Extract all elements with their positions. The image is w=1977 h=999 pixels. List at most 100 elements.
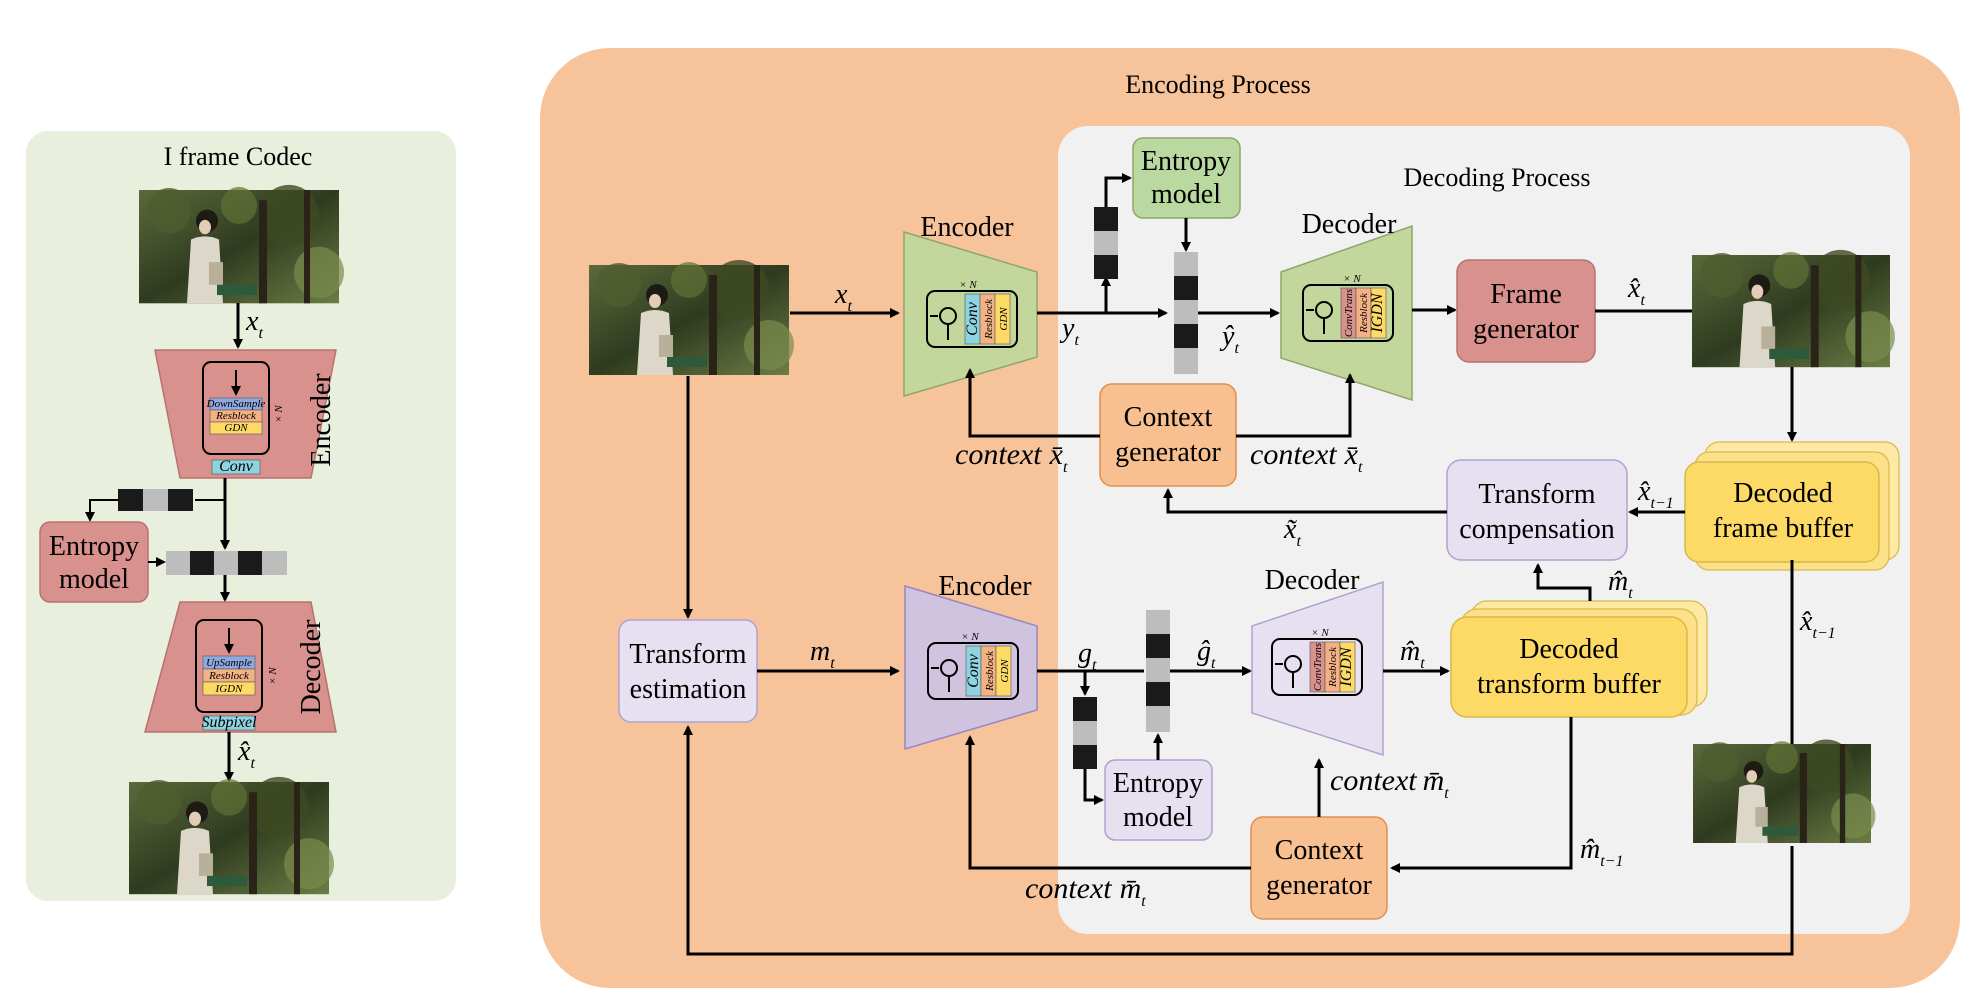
var-xhat-prev-top: x̂t−1 bbox=[1637, 476, 1674, 512]
decoded-transform-buffer: Decoded transform buffer bbox=[1450, 600, 1708, 718]
iframe-panel-bg bbox=[26, 131, 456, 901]
iframe-dec-subpixel-label: Subpixel bbox=[201, 714, 257, 731]
top-encoder-block bbox=[926, 290, 1018, 348]
top-decoder: Decoder × N ConvTrans Resblock IGDN bbox=[1280, 209, 1413, 402]
iframe-dec-upsample-label: UpSample bbox=[206, 657, 252, 669]
top-encoder-label: Encoder bbox=[920, 212, 1014, 243]
decoded-transform-buffer-label-1: Decoded bbox=[1519, 634, 1619, 665]
iframe-dec-resblock-label: Resblock bbox=[208, 670, 250, 682]
transform-estimation-label-1: Transform bbox=[629, 639, 746, 670]
bottom-entropy-label-1: Entropy bbox=[1113, 768, 1203, 799]
bottom-dec-resblock-label: Resblock bbox=[1327, 646, 1339, 688]
previous-frame-image bbox=[1693, 739, 1876, 843]
bottom-latent-bar bbox=[1146, 610, 1170, 732]
bottom-hyper-bar bbox=[1073, 697, 1097, 769]
arrow-context-to-bottom-encoder bbox=[965, 735, 1251, 870]
top-decoder-label: Decoder bbox=[1302, 209, 1398, 240]
decoded-frame-buffer-label-2: frame buffer bbox=[1713, 513, 1854, 544]
top-encoder-repeat: × N bbox=[959, 279, 977, 291]
bottom-decoder-label: Decoder bbox=[1265, 565, 1361, 596]
var-mhat-t-right: m̂t bbox=[1608, 566, 1633, 602]
iframe-enc-resblock-label: Resblock bbox=[215, 410, 257, 422]
var-xhat-t: x̂t bbox=[1627, 273, 1645, 309]
top-dec-convtrans-label: ConvTrans bbox=[1343, 289, 1355, 337]
encoding-title: Encoding Process bbox=[1125, 70, 1311, 99]
top-dec-igdn-label: IGDN bbox=[1369, 292, 1386, 333]
var-x-t: xt bbox=[834, 279, 852, 315]
iframe-dec-subpixel bbox=[202, 715, 256, 731]
top-enc-resblock-label: Resblock bbox=[983, 298, 995, 340]
iframe-latent-bar bbox=[166, 551, 287, 575]
var-g-t: gt bbox=[1078, 638, 1097, 674]
arrow-hyper-to-entropy bbox=[1104, 173, 1132, 207]
arrow-context-to-decoder bbox=[1236, 373, 1355, 438]
bottom-enc-gdn-label: GDN bbox=[999, 659, 1011, 683]
iframe-enc-downsample-label: DownSample bbox=[206, 398, 266, 410]
iframe-entropy-label-1: Entropy bbox=[49, 531, 139, 562]
bottom-decoder-add-node bbox=[1284, 655, 1302, 673]
top-encoder: Encoder × N Conv Resblock GDN bbox=[903, 212, 1038, 398]
bottom-decoder: Decoder × N ConvTrans Resblock IGDN bbox=[1251, 565, 1384, 757]
decoded-frame-buffer: Decoded frame buffer bbox=[1684, 441, 1900, 571]
bottom-dec-convtrans-label: ConvTrans bbox=[1312, 643, 1324, 691]
top-entropy-label-2: model bbox=[1151, 179, 1221, 210]
transform-estimation-label-2: estimation bbox=[630, 674, 747, 705]
input-frame-image bbox=[589, 260, 794, 375]
top-enc-gdn-label: GDN bbox=[998, 307, 1010, 331]
var-xtilde-t: x̃t bbox=[1283, 514, 1301, 550]
top-enc-conv-label: Conv bbox=[964, 301, 981, 336]
transform-compensation bbox=[1446, 459, 1628, 561]
var-mhat-prev: m̂t−1 bbox=[1580, 834, 1623, 870]
bottom-encoder-repeat: × N bbox=[961, 631, 979, 643]
iframe-input-var: xt bbox=[245, 306, 263, 342]
iframe-enc-gdn bbox=[209, 421, 263, 435]
top-context-generator bbox=[1099, 383, 1237, 487]
decoding-title: Decoding Process bbox=[1403, 163, 1590, 192]
bottom-decoder-block bbox=[1271, 638, 1363, 696]
encoding-process-panel: Encoding Process Decoding Process xt Enc… bbox=[540, 48, 1960, 988]
iframe-output-var: x̂t bbox=[237, 736, 255, 772]
bottom-context-generator-label-1: Context bbox=[1275, 835, 1364, 866]
var-y-t: yt bbox=[1059, 313, 1079, 349]
iframe-enc-conv bbox=[211, 459, 261, 475]
iframe-dec-repeat: × N bbox=[267, 667, 279, 685]
decoded-transform-buffer-front bbox=[1450, 616, 1688, 718]
iframe-input-image bbox=[139, 184, 344, 304]
top-dec-igdn bbox=[1370, 287, 1387, 339]
arrow-iframe-to-entropy bbox=[85, 499, 118, 522]
top-decoder-add-node bbox=[1315, 301, 1333, 319]
iframe-dec-igdn bbox=[202, 681, 256, 696]
iframe-encoder-label: Encoder bbox=[306, 373, 337, 467]
bottom-dec-igdn-label: IGDN bbox=[1338, 646, 1355, 687]
transform-estimation bbox=[618, 619, 758, 723]
iframe-hyper-latent-bar bbox=[118, 489, 193, 511]
decoded-transform-buffer-label-2: transform buffer bbox=[1477, 669, 1661, 700]
iframe-encoder: DownSample Resblock GDN × N Conv Encoder bbox=[154, 349, 337, 479]
iframe-codec-panel: I frame Codec xt DownSample Resblock GDN… bbox=[26, 131, 456, 901]
var-ghat-t: ĝt bbox=[1197, 636, 1216, 672]
var-yhat-t: ŷt bbox=[1219, 321, 1239, 357]
arrow-transform-buffer-to-comp bbox=[1533, 563, 1592, 601]
bottom-encoder: Encoder × N Conv Resblock GDN bbox=[904, 571, 1038, 751]
var-mhat-t-left: m̂t bbox=[1400, 636, 1425, 672]
transform-compensation-label-2: compensation bbox=[1459, 514, 1615, 545]
reconstructed-frame-image bbox=[1692, 249, 1895, 368]
bottom-context-generator bbox=[1250, 816, 1388, 920]
arrow-context-to-encoder bbox=[965, 368, 1100, 438]
decoded-frame-buffer-label-1: Decoded bbox=[1733, 478, 1833, 509]
bottom-encoder-label: Encoder bbox=[938, 571, 1032, 602]
arrow-hyper-to-bottom-entropy bbox=[1083, 769, 1104, 805]
iframe-enc-conv-label: Conv bbox=[219, 458, 254, 475]
top-dec-resblock-label: Resblock bbox=[1358, 292, 1370, 334]
top-context-generator-label-2: generator bbox=[1115, 437, 1221, 468]
top-decoder-block bbox=[1302, 284, 1394, 342]
iframe-output-image bbox=[129, 776, 334, 895]
iframe-enc-repeat: × N bbox=[273, 405, 285, 423]
iframe-dec-igdn-label: IGDN bbox=[215, 683, 244, 695]
top-context-generator-label-1: Context bbox=[1124, 402, 1213, 433]
